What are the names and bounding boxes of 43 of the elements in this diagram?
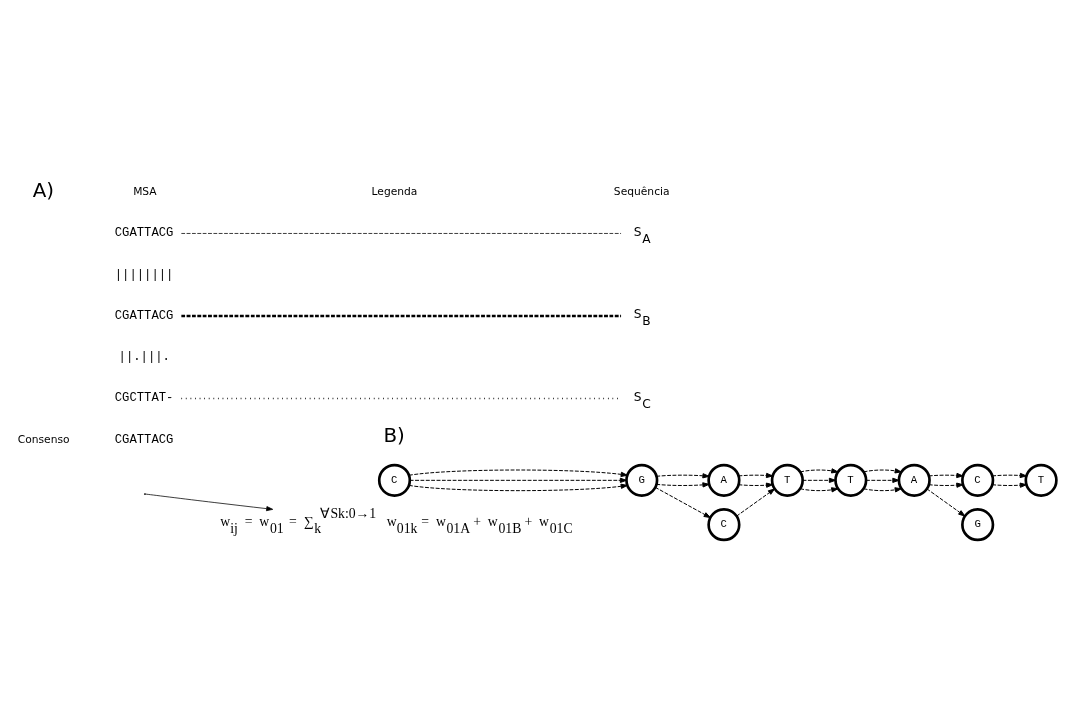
arrow <box>863 468 902 474</box>
node-circle: T <box>1024 463 1058 497</box>
arrow <box>802 477 836 483</box>
arrow <box>928 482 964 488</box>
label: A) <box>32 179 54 203</box>
node-circle: G <box>961 508 995 542</box>
arrow <box>926 488 966 517</box>
node-circle: A <box>897 463 931 497</box>
label: CGCTTAT- <box>114 391 174 406</box>
arrow <box>408 483 628 492</box>
arrow <box>992 482 1027 488</box>
node-circle: T <box>834 463 868 497</box>
arrow <box>736 488 775 517</box>
arrow <box>799 487 839 493</box>
label: Legenda <box>371 185 418 199</box>
label: B) <box>383 423 405 447</box>
label: Sequência <box>613 185 670 199</box>
arrow <box>992 472 1027 479</box>
label: CGATTACG <box>114 226 174 241</box>
label: CGATTACG <box>114 308 174 323</box>
node-circle: C <box>961 463 995 497</box>
node-circle: A <box>707 463 741 497</box>
node-circle: T <box>770 463 804 497</box>
arrow <box>656 482 710 488</box>
arrow <box>409 477 627 483</box>
arrow <box>928 472 964 479</box>
arrow <box>656 473 710 479</box>
label: CGATTACG <box>114 432 174 447</box>
node-circle: C <box>707 508 741 542</box>
arrow <box>863 487 902 493</box>
node-circle: G <box>625 463 659 497</box>
label: |||||||| <box>114 267 174 282</box>
arrow <box>655 486 711 519</box>
arrow <box>738 482 774 488</box>
label: ||.|||. <box>118 350 170 365</box>
arrow <box>799 468 839 474</box>
arrow <box>408 469 628 477</box>
arrow <box>738 472 774 479</box>
node-circle: C <box>377 463 412 497</box>
label: Consenso <box>17 432 70 446</box>
arrow <box>865 477 900 483</box>
label: MSA <box>133 185 157 199</box>
arrow <box>145 493 274 512</box>
